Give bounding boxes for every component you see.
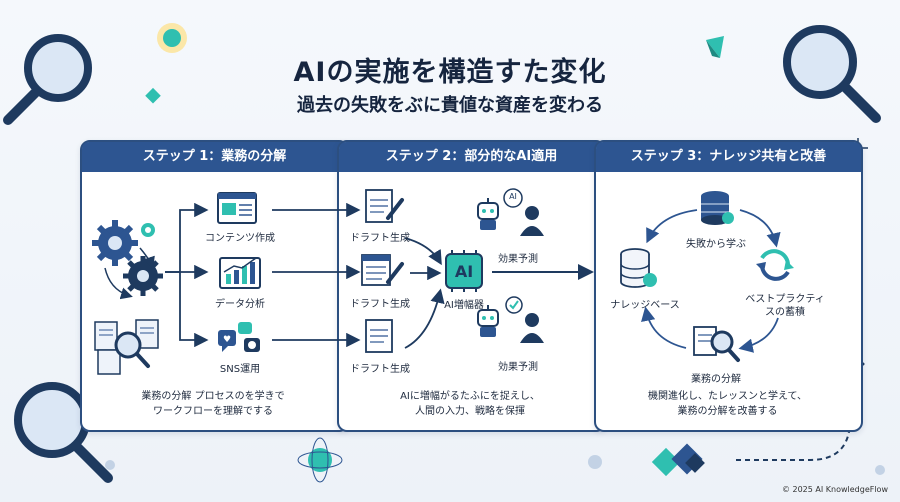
magnifier-icon: [114, 331, 150, 368]
bubble-text: AI: [509, 192, 517, 201]
document-icon: [361, 254, 391, 286]
step3-title: ステップ 3：ナレッジ共有と改善: [596, 142, 861, 172]
robot-icon: [477, 198, 499, 230]
document-icon: [365, 319, 393, 353]
label-best-practices: ベストプラクティ スの蓄積: [745, 294, 825, 318]
person-icon: [520, 313, 544, 343]
page-subtitle: 過去の失敗をぶに貴値な資産を変わる: [297, 95, 603, 116]
step2-description: AIに増幅がるたふにを捉えし、 人間の入力、戦略を保揮: [400, 391, 540, 417]
label-draft-2: ドラフト生成: [350, 299, 410, 310]
chart-icon: [219, 257, 261, 289]
label-effect-2: 効果予測: [498, 362, 538, 373]
check-icon: [505, 296, 523, 314]
copyright: © 2025 AI KnowledgeFlow: [781, 485, 888, 494]
refresh-icon: [756, 249, 794, 281]
ai-hub-glyph: AI: [454, 262, 474, 281]
label-draft-3: ドラフト生成: [350, 364, 410, 375]
magnifier-icon: [783, 25, 881, 123]
speech-bubble-icon: [503, 188, 523, 208]
step2-title: ステップ 2：部分的なAI適用: [339, 142, 604, 172]
database-icon: [701, 191, 734, 225]
pencil-icon: [386, 198, 404, 220]
step1-description: 業務の分解 プロセスのを学きで ワークフローを理解でする: [141, 391, 285, 417]
document-icon: [94, 319, 159, 375]
magnifier-icon: [3, 34, 92, 125]
pencil-icon: [386, 262, 404, 284]
robot-icon: [477, 305, 499, 337]
label-ai-amplifier: AI増幅器: [444, 300, 484, 311]
database-icon: [620, 248, 657, 288]
diamond-icon: [145, 87, 161, 104]
label-task-decomposition: 業務の分解: [691, 374, 741, 385]
label-effect-1: 効果予測: [498, 254, 538, 265]
svg-text:♥: ♥: [223, 335, 231, 345]
label-data-analysis: データ分析: [215, 299, 265, 310]
label-knowledge-base: ナレッジベース: [610, 300, 680, 311]
gear-icon: [92, 220, 163, 296]
social-icon: ♥: [218, 322, 260, 352]
magnifier-icon: [710, 330, 740, 362]
page-title: AIの実施を構造すた変化: [293, 57, 607, 88]
step3-description: 機関進化し、たレッスンと学えて、 業務の分解を改善する: [648, 391, 807, 417]
label-content-creation: コンテンツ作成: [205, 233, 275, 244]
window-icon: [217, 192, 257, 224]
step1-title: ステップ 1：業務の分解: [82, 142, 347, 172]
orb-decoration: [308, 448, 332, 472]
label-sns: SNS運用: [219, 364, 261, 375]
document-icon: [365, 189, 393, 223]
person-icon: [520, 206, 544, 236]
label-learn-from-failure: 失敗から学ぶ: [686, 239, 746, 250]
label-draft-1: ドラフト生成: [350, 233, 410, 244]
